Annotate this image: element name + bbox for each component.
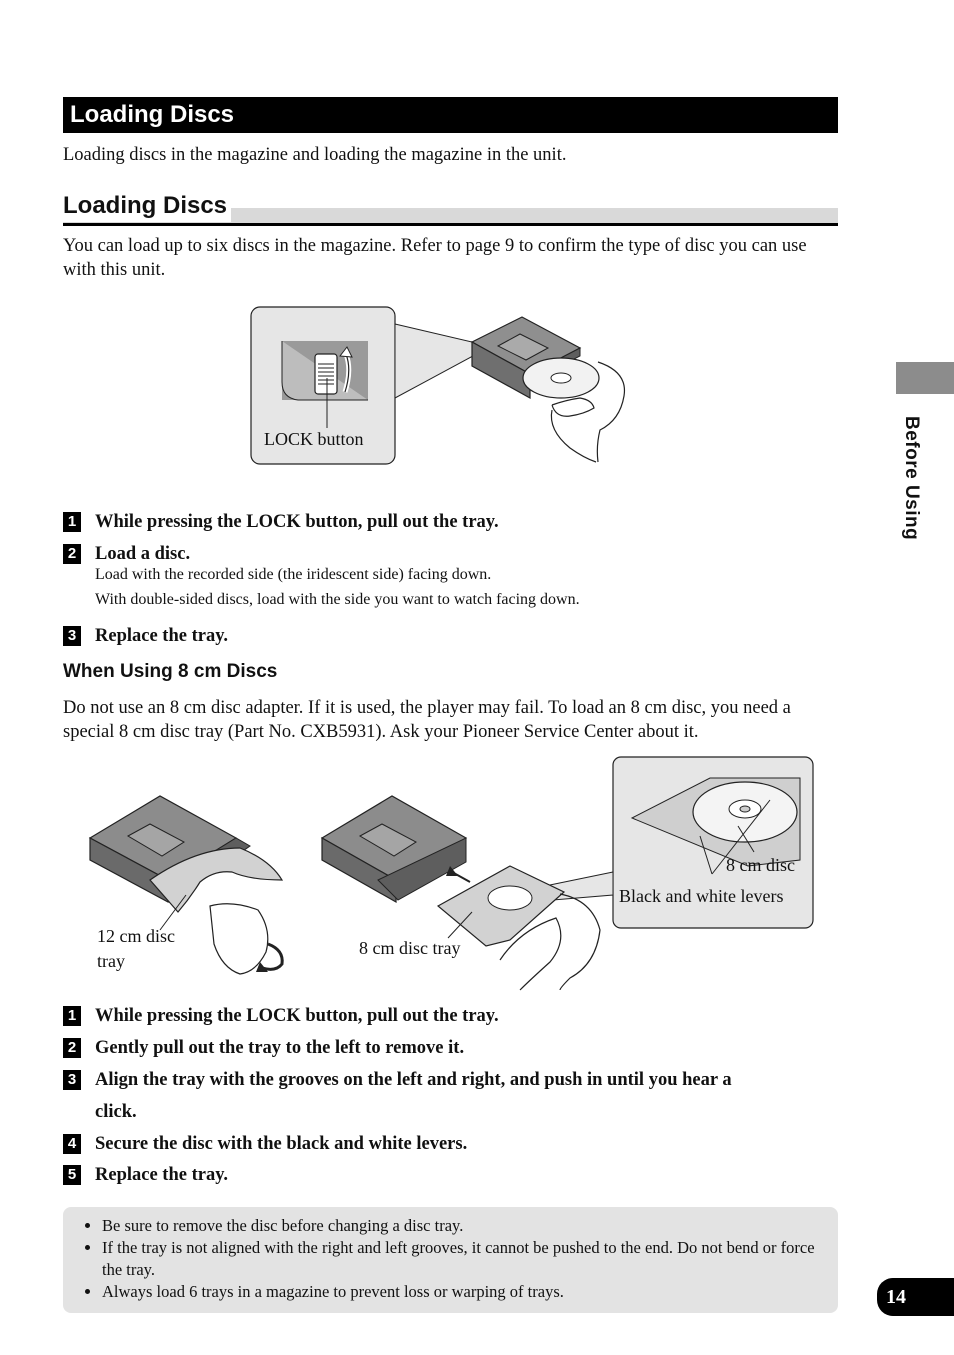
step-number: 2 xyxy=(63,1038,81,1058)
step-text: Gently pull out the tray to the left to … xyxy=(95,1038,465,1058)
cm8-heading: When Using 8 cm Discs xyxy=(63,661,278,682)
step-number: 1 xyxy=(63,1006,81,1026)
step-text: Replace the tray. xyxy=(95,1165,229,1185)
section-header-bar: Loading Discs xyxy=(63,97,838,133)
step-number: 3 xyxy=(63,1070,81,1090)
step-a-2: 2 Load a disc. xyxy=(63,538,190,570)
tray-12cm-label-line2: tray xyxy=(97,951,125,971)
side-tab-label: Before Using xyxy=(901,416,922,541)
step-text: While pressing the LOCK button, pull out… xyxy=(95,1006,499,1026)
step-number: 5 xyxy=(63,1165,81,1185)
step-a-2-note-2: With double-sided discs, load with the s… xyxy=(95,591,580,608)
section-body: You can load up to six discs in the maga… xyxy=(63,236,807,280)
subsection-heading: Loading Discs xyxy=(63,190,838,226)
step-text: Secure the disc with the black and white… xyxy=(95,1134,468,1154)
levers-label: Black and white levers xyxy=(619,886,784,906)
step-b-4: 4 Secure the disc with the black and whi… xyxy=(63,1128,467,1160)
step-b-2: 2 Gently pull out the tray to the left t… xyxy=(63,1032,464,1064)
step-b-3-cont: click. xyxy=(95,1102,137,1122)
tray-12cm-label-line1: 12 cm disc xyxy=(97,926,175,946)
notes-list: Be sure to remove the disc before changi… xyxy=(84,1215,818,1303)
step-a-1: 1 While pressing the LOCK button, pull o… xyxy=(63,506,499,538)
note-item: Be sure to remove the disc before changi… xyxy=(102,1215,818,1237)
intro-text: Loading discs in the magazine and loadin… xyxy=(63,145,567,165)
subsection-title: Loading Discs xyxy=(63,190,232,222)
step-a-3: 3 Replace the tray. xyxy=(63,620,228,652)
cm8-body: Do not use an 8 cm disc adapter. If it i… xyxy=(63,698,791,742)
step-text: Replace the tray. xyxy=(95,626,229,646)
tray-8cm-label: 8 cm disc tray xyxy=(359,938,461,958)
page-number: 14 xyxy=(877,1278,954,1316)
step-number: 2 xyxy=(63,544,81,564)
step-b-1: 1 While pressing the LOCK button, pull o… xyxy=(63,1000,499,1032)
step-text: While pressing the LOCK button, pull out… xyxy=(95,512,499,532)
note-item: If the tray is not aligned with the righ… xyxy=(102,1237,818,1281)
step-b-3: 3 Align the tray with the grooves on the… xyxy=(63,1064,732,1096)
note-item: Always load 6 trays in a magazine to pre… xyxy=(102,1281,818,1303)
step-text: Load a disc. xyxy=(95,544,191,564)
step-number: 3 xyxy=(63,626,81,646)
heading-shade xyxy=(63,208,838,224)
section-header-title: Loading Discs xyxy=(70,101,235,128)
lock-button-label: LOCK button xyxy=(264,429,364,449)
notes-box: Be sure to remove the disc before changi… xyxy=(63,1207,838,1313)
step-number: 1 xyxy=(63,512,81,532)
step-a-2-note-1: Load with the recorded side (the iridesc… xyxy=(95,566,492,583)
step-b-5: 5 Replace the tray. xyxy=(63,1159,228,1191)
step-text: Align the tray with the grooves on the l… xyxy=(95,1070,732,1090)
heading-rule xyxy=(63,223,838,226)
step-number: 4 xyxy=(63,1134,81,1154)
disc-8cm-label: 8 cm disc xyxy=(726,855,795,875)
side-tab-marker xyxy=(896,362,954,394)
